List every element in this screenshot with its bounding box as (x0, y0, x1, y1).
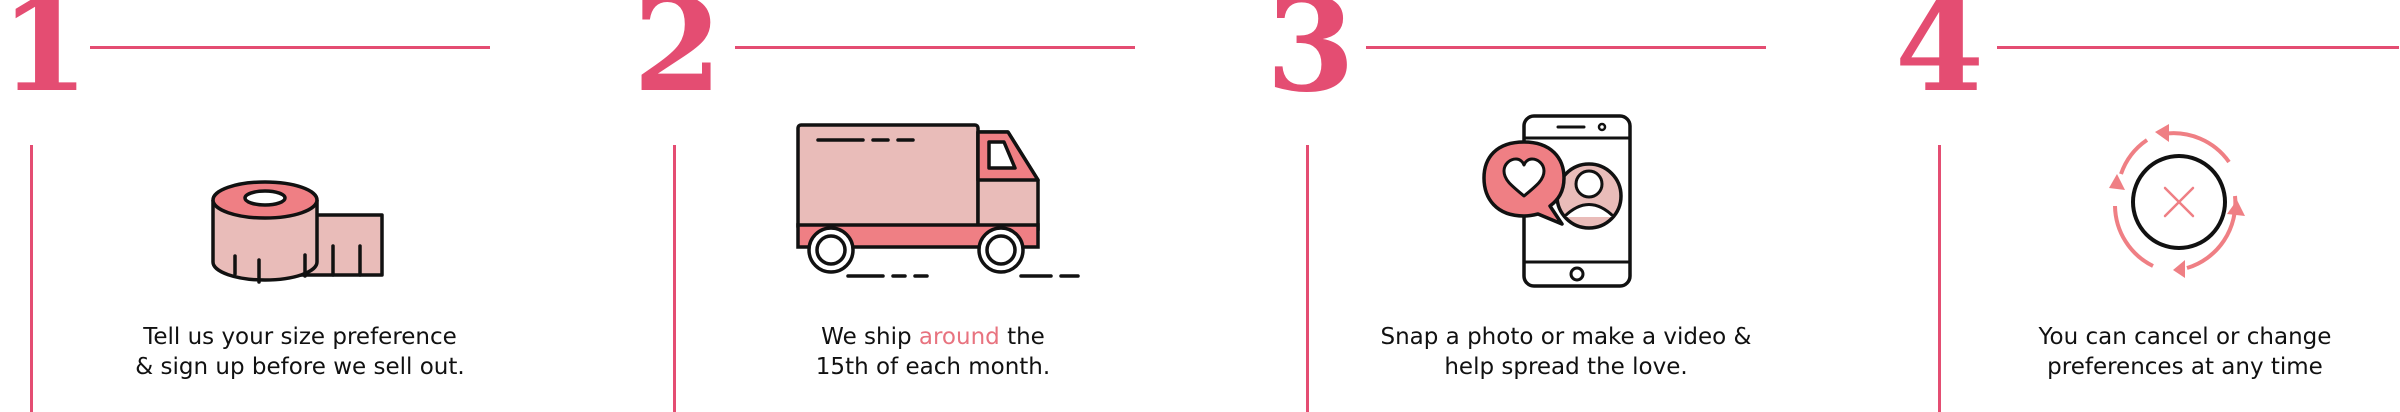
caption-text: the (999, 324, 1045, 350)
step-caption: Tell us your size preference & sign up b… (70, 322, 530, 382)
divider-line (735, 46, 1135, 49)
caption-text: We ship (821, 324, 919, 350)
caption-line: You can cancel or change (2038, 324, 2332, 350)
step-number: 1 (0, 0, 90, 121)
step-4: 4 You can cancel or (1895, 0, 2400, 412)
caption-line: Tell us your size preference (143, 324, 457, 350)
step-number: 3 (1266, 0, 1356, 121)
delivery-truck-icon (793, 120, 1093, 285)
cancel-cycle-icon (2103, 118, 2263, 288)
divider-line (1306, 145, 1309, 412)
step-number: 4 (1895, 0, 1985, 121)
caption-highlight: around (918, 324, 1000, 350)
divider-line (90, 46, 490, 49)
divider-line (1938, 145, 1941, 412)
step-3: 3 Snap a photo or make a vide (1266, 0, 1866, 412)
step-number: 2 (633, 0, 723, 121)
divider-line (673, 145, 676, 412)
step-2: 2 (633, 0, 1233, 412)
step-caption: You can cancel or change preferences at … (1955, 322, 2400, 382)
step-caption: We ship around the 15th of each month. (703, 322, 1163, 382)
caption-line: Snap a photo or make a video & (1380, 324, 1752, 350)
divider-line (1997, 46, 2399, 49)
caption-line: We ship around the (703, 322, 1163, 352)
divider-line (30, 145, 33, 412)
measuring-tape-icon (205, 170, 395, 285)
smartphone-photo-love-icon (1466, 112, 1646, 292)
step-1: 1 Tell us your size preference & (0, 0, 600, 412)
caption-line: 15th of each month. (815, 354, 1051, 380)
step-caption: Snap a photo or make a video & help spre… (1336, 322, 1796, 382)
caption-line: & sign up before we sell out. (135, 354, 465, 380)
caption-line: preferences at any time (2047, 354, 2323, 380)
caption-line: help spread the love. (1444, 354, 1688, 380)
divider-line (1366, 46, 1766, 49)
